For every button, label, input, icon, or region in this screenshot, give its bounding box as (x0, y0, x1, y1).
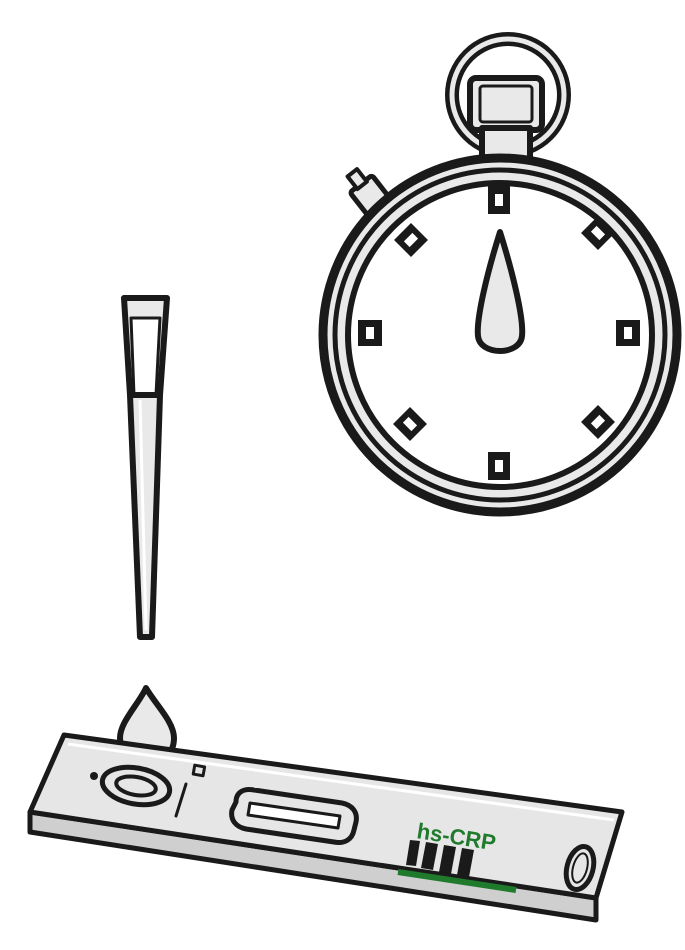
well-marker (193, 765, 204, 776)
test-cassette (30, 735, 622, 920)
sample-mark (90, 772, 98, 780)
pipette-tip-icon (124, 298, 167, 637)
stopwatch-icon (323, 39, 677, 512)
